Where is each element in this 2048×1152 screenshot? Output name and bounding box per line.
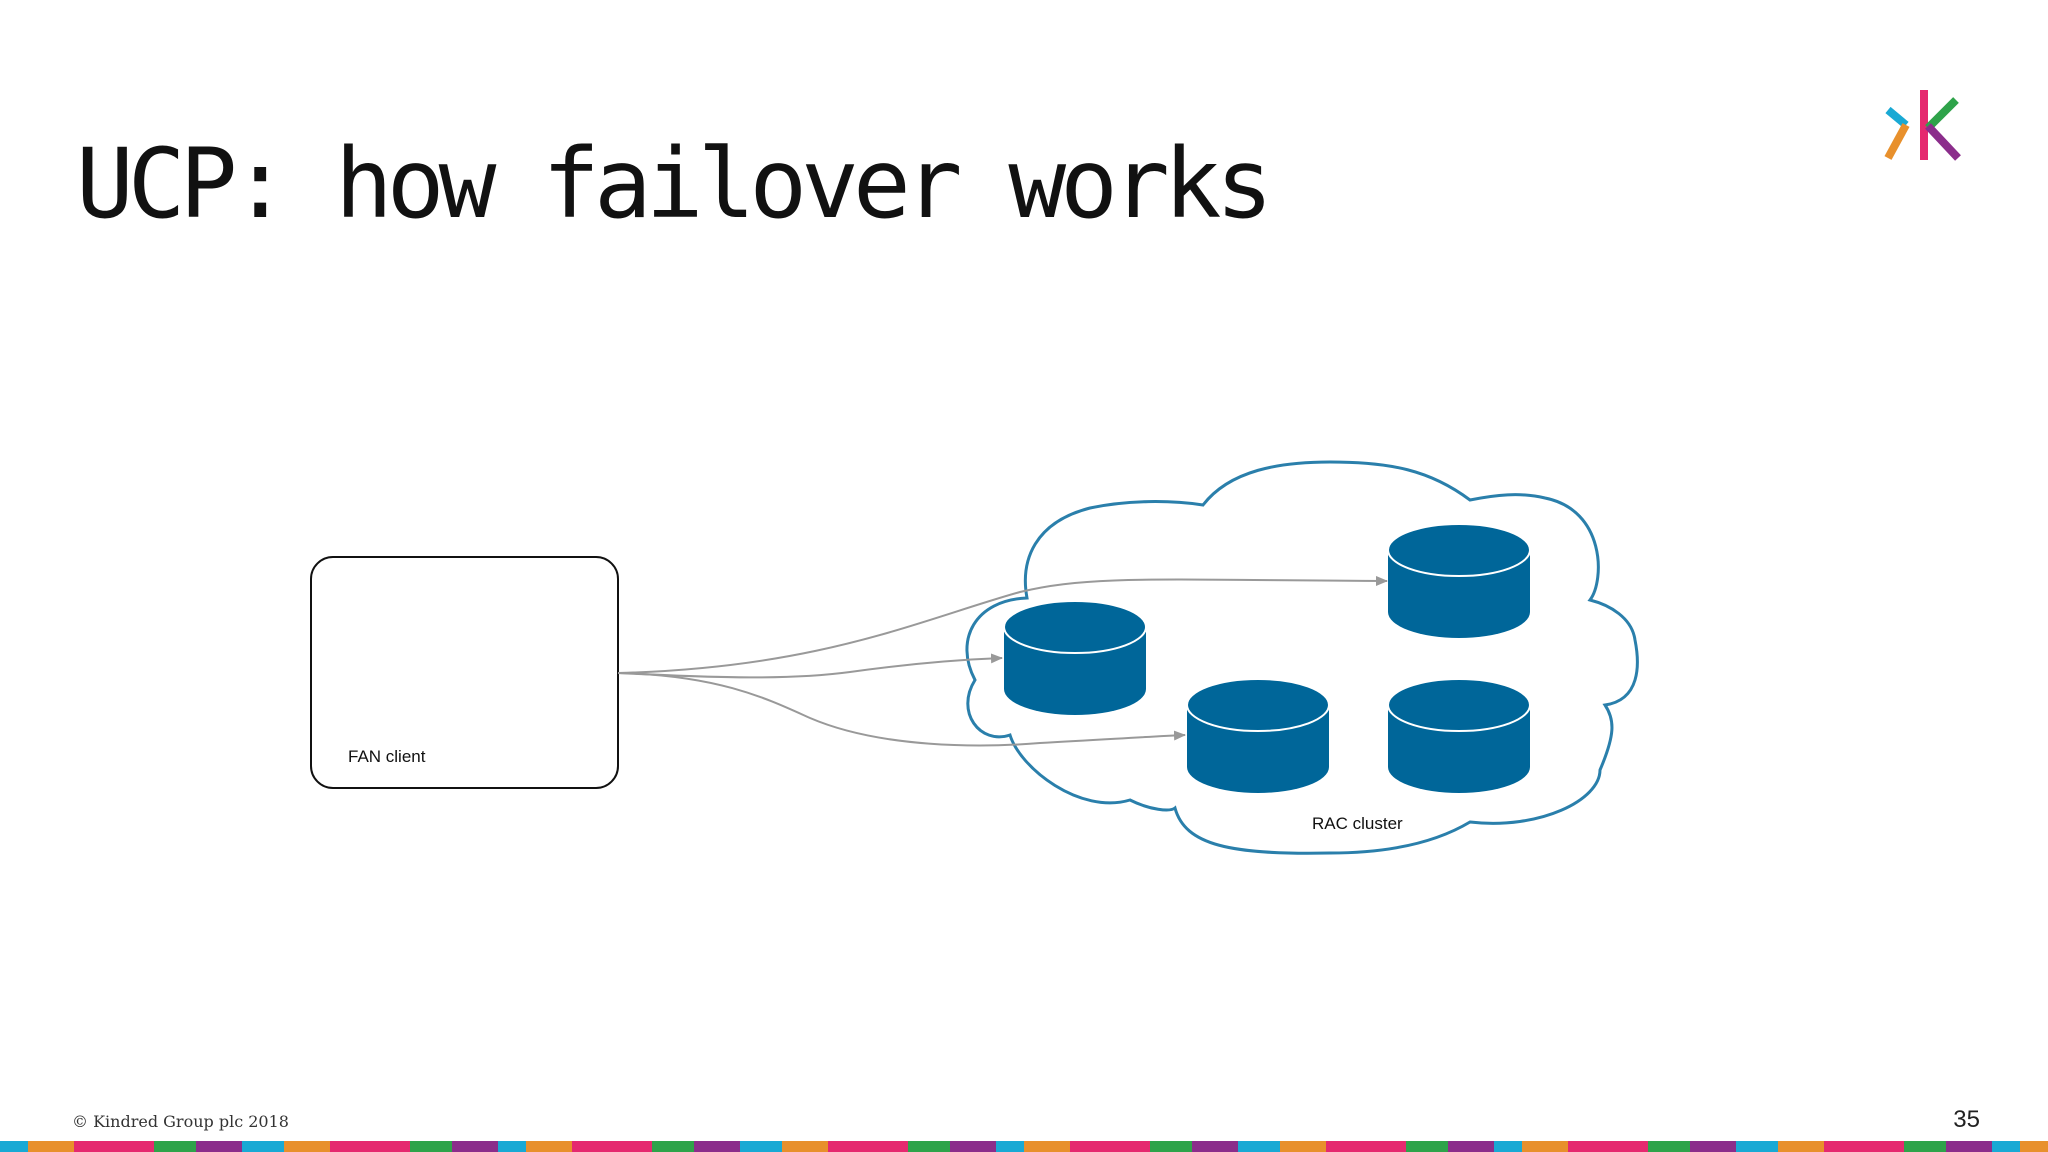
stripe-segment — [330, 1141, 410, 1152]
stripe-segment — [1946, 1141, 1992, 1152]
stripe-segment — [1150, 1141, 1192, 1152]
rac-cluster-label: RAC cluster — [1312, 814, 1403, 833]
stripe-segment — [996, 1141, 1024, 1152]
stripe-segment — [1690, 1141, 1736, 1152]
fan-client-label: FAN client — [348, 747, 426, 766]
stripe-segment — [410, 1141, 452, 1152]
connection-arrow-bottom — [617, 672, 1186, 747]
stripe-segment — [652, 1141, 694, 1152]
connection-arrow-top — [617, 575, 1388, 674]
stripe-segment — [950, 1141, 996, 1152]
stripe-segment — [1568, 1141, 1648, 1152]
stripe-segment — [1824, 1141, 1904, 1152]
stripe-segment — [1992, 1141, 2020, 1152]
database-node-1-icon — [1003, 600, 1147, 715]
stripe-segment — [0, 1141, 28, 1152]
stripe-segment — [694, 1141, 740, 1152]
stripe-segment — [1192, 1141, 1238, 1152]
database-node-2-icon — [1387, 523, 1531, 638]
stripe-segment — [828, 1141, 908, 1152]
stripe-segment — [1024, 1141, 1070, 1152]
stripe-segment — [196, 1141, 242, 1152]
stripe-segment — [154, 1141, 196, 1152]
stripe-segment — [1494, 1141, 1522, 1152]
slide-title: UCP: how failover works — [76, 128, 1273, 240]
stripe-segment — [572, 1141, 652, 1152]
stripe-segment — [28, 1141, 74, 1152]
stripe-segment — [1448, 1141, 1494, 1152]
stripe-segment — [1406, 1141, 1448, 1152]
stripe-segment — [284, 1141, 330, 1152]
stripe-segment — [1778, 1141, 1824, 1152]
stripe-segment — [782, 1141, 828, 1152]
stripe-segment — [498, 1141, 526, 1152]
stripe-segment — [1648, 1141, 1690, 1152]
stripe-segment — [74, 1141, 154, 1152]
database-node-3-icon — [1186, 678, 1330, 793]
stripe-segment — [908, 1141, 950, 1152]
database-node-4-icon — [1387, 678, 1531, 793]
stripe-segment — [2020, 1141, 2048, 1152]
stripe-segment — [1736, 1141, 1778, 1152]
kindred-logo-icon — [1884, 90, 1961, 161]
stripe-segment — [452, 1141, 498, 1152]
stripe-segment — [1904, 1141, 1946, 1152]
stripe-segment — [1522, 1141, 1568, 1152]
stripe-segment — [1070, 1141, 1150, 1152]
stripe-segment — [1326, 1141, 1406, 1152]
page-number: 35 — [1953, 1106, 1980, 1133]
copyright-footer: © Kindred Group plc 2018 — [72, 1112, 289, 1131]
connection-arrow-middle — [617, 653, 1003, 679]
stripe-segment — [1238, 1141, 1280, 1152]
stripe-segment — [1280, 1141, 1326, 1152]
stripe-segment — [740, 1141, 782, 1152]
stripe-segment — [526, 1141, 572, 1152]
footer-color-stripe — [0, 1141, 2048, 1152]
stripe-segment — [242, 1141, 284, 1152]
